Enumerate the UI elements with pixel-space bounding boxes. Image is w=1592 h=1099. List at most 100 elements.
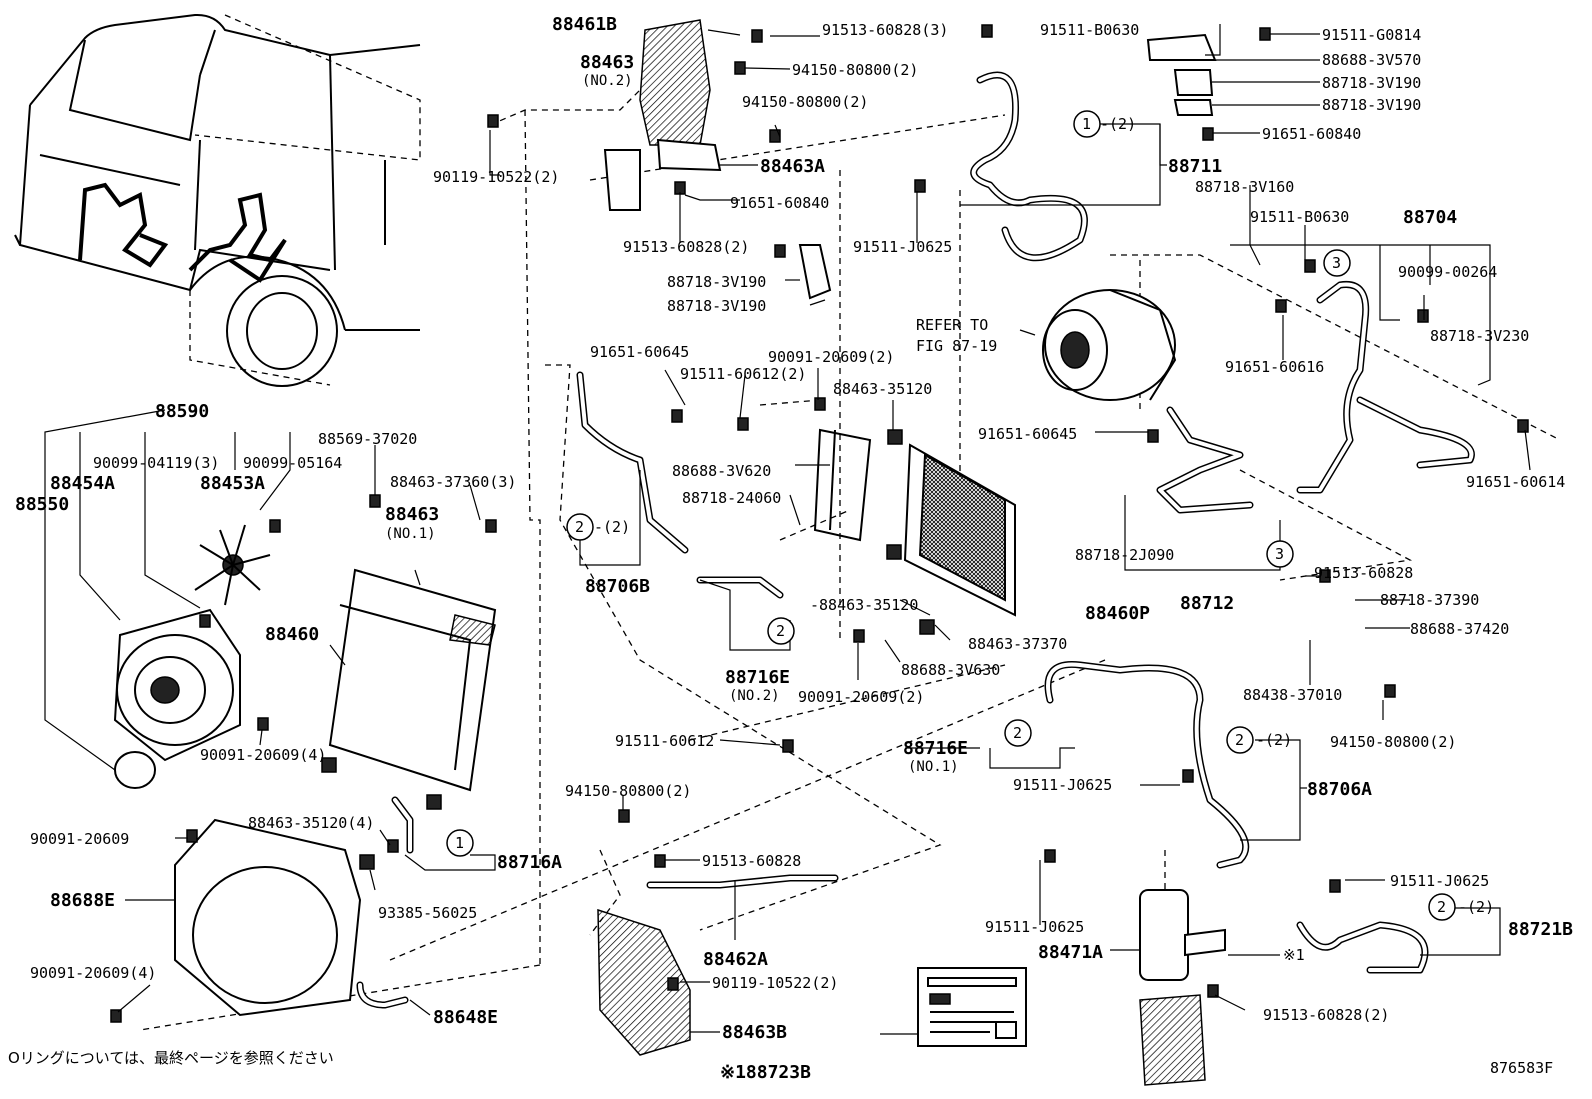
compressor <box>1042 289 1177 401</box>
label-88718-24060: 88718-24060 <box>682 489 781 507</box>
label-88688-3V570: 88688-3V570 <box>1322 51 1421 69</box>
label-91511-60612: 91511-60612 <box>615 732 714 750</box>
label-88716E-no1: 88716E <box>903 738 968 759</box>
label-90091-20609-2-a: 90091-20609(2) <box>768 348 894 366</box>
label-94150-80800-2-a: 94150-80800(2) <box>792 61 918 79</box>
label-88462A: 88462A <box>703 949 768 970</box>
svg-text:-(2): -(2) <box>1458 898 1494 916</box>
label-91513-60828-a: 91513-60828 <box>1314 564 1413 582</box>
label-90099-00264: 90099-00264 <box>1398 263 1497 281</box>
label-88454A: 88454A <box>50 473 115 494</box>
label-88718-3V190-b: 88718-3V190 <box>1322 96 1421 114</box>
label-88718-3V160: 88718-3V160 <box>1195 178 1294 196</box>
o-ring-footnote: Oリングについては、最終ページを参照ください <box>8 1049 334 1067</box>
label-88718-3V190-d: 88718-3V190 <box>667 297 766 315</box>
label-94150-80800-2-d: 94150-80800(2) <box>565 782 691 800</box>
svg-text:2: 2 <box>1235 731 1244 749</box>
label-91513-60828-2-b: 91513-60828(2) <box>1263 1006 1389 1024</box>
label-91651-60645-b: 91651-60645 <box>978 425 1077 443</box>
svg-text:2: 2 <box>776 622 785 640</box>
label-88460: 88460 <box>265 624 319 645</box>
label-88590: 88590 <box>155 401 209 422</box>
callout-1-a: 1 -(2) <box>1073 110 1136 138</box>
hose-lines <box>356 71 1475 1009</box>
svg-text:2: 2 <box>575 518 584 536</box>
label-88718-3V190-c: 88718-3V190 <box>667 273 766 291</box>
label-88716E-no2: 88716E <box>725 667 790 688</box>
label-88460P: 88460P <box>1085 603 1150 624</box>
callout-2-a: 2 -(2) <box>566 513 630 541</box>
label-90091-20609-4-a: 90091-20609(4) <box>200 746 326 764</box>
label-91651-60616: 91651-60616 <box>1225 358 1324 376</box>
label-88463-35120-4: 88463-35120(4) <box>248 814 374 832</box>
svg-text:-(2): -(2) <box>1256 731 1292 749</box>
label-91511-J0625-c: 91511-J0625 <box>985 918 1084 936</box>
bracket-88463B <box>597 908 691 1056</box>
fan-shroud-88688E <box>174 818 362 1017</box>
svg-text:-(2): -(2) <box>1100 115 1136 133</box>
label-91513-60828-3: 91513-60828(3) <box>822 21 948 39</box>
label-91651-60614: 91651-60614 <box>1466 473 1565 491</box>
label-asterisk-ref: ※1 <box>1283 946 1305 964</box>
label-88706B: 88706B <box>585 576 650 597</box>
callout-2-d: 2 -(2) <box>1226 726 1292 754</box>
callout-2-e: 2-(2) <box>1428 893 1494 921</box>
label-88453A: 88453A <box>200 473 265 494</box>
label-91513-60828-b: 91513-60828 <box>702 852 801 870</box>
label-88463-no1: 88463 <box>385 504 439 525</box>
label-no1: (NO.1) <box>908 759 959 775</box>
label-88550: 88550 <box>15 494 69 515</box>
receiver-drier <box>1139 889 1226 1086</box>
svg-text:3: 3 <box>1332 254 1341 272</box>
figure-number: 876583F <box>1490 1059 1553 1077</box>
label-88648E: 88648E <box>433 1007 498 1028</box>
label-91651-60645-a: 91651-60645 <box>590 343 689 361</box>
label-88463A: 88463A <box>760 156 825 177</box>
label-88463-35120-a: 88463-35120 <box>833 380 932 398</box>
svg-text:1: 1 <box>1082 115 1091 133</box>
condenser-88460P <box>903 443 1016 617</box>
label-90099-05164: 90099-05164 <box>243 454 342 472</box>
label-no2-b: (NO.2) <box>729 688 780 704</box>
label-88463-35120-b: -88463-35120 <box>810 596 918 614</box>
label-fig-87-19: FIG 87-19 <box>916 337 997 355</box>
label-88721B: 88721B <box>1508 919 1573 940</box>
label-91651-60840-b: 91651-60840 <box>730 194 829 212</box>
label-88461B: 88461B <box>552 14 617 35</box>
label-90091-20609: 90091-20609 <box>30 830 129 848</box>
label-88463-37360-3: 88463-37360(3) <box>390 473 516 491</box>
label-88723B: ※188723B <box>720 1062 811 1083</box>
label-90119-10522-2-b: 90119-10522(2) <box>712 974 838 992</box>
label-88569-37020: 88569-37020 <box>318 430 417 448</box>
label-94150-80800-2-c: 94150-80800(2) <box>1330 733 1456 751</box>
label-no2: (NO.2) <box>582 73 633 89</box>
callout-2-b: 2 <box>767 617 795 645</box>
circled-callouts: 1-(2) 3 2-(2) 2 3 2 2-(2) 1 2-(2) <box>446 110 1494 921</box>
fan-motor-assembly <box>113 608 241 789</box>
label-88706A: 88706A <box>1307 779 1372 800</box>
fan-blade <box>194 524 271 606</box>
callout-1-b: 1 <box>446 829 474 857</box>
label-88688E: 88688E <box>50 890 115 911</box>
label-90119-10522-2-a: 90119-10522(2) <box>433 168 559 186</box>
label-no1-b: (NO.1) <box>385 526 436 542</box>
label-91511-60612-2: 91511-60612(2) <box>680 365 806 383</box>
label-88463-37370: 88463-37370 <box>968 635 1067 653</box>
label-88463-no2: 88463 <box>580 52 634 73</box>
label-90091-20609-4-b: 90091-20609(4) <box>30 964 156 982</box>
part-labels: 88461B 88463 (NO.2) 91513-60828(3) 91511… <box>8 14 1573 1083</box>
svg-text:-(2): -(2) <box>594 518 630 536</box>
label-91513-60828-2-a: 91513-60828(2) <box>623 238 749 256</box>
label-91511-J0625-d: 91511-J0625 <box>1390 872 1489 890</box>
caution-label-88723B <box>917 967 1027 1047</box>
condenser-88460 <box>328 568 497 792</box>
label-91511-B0630-b: 91511-B0630 <box>1250 208 1349 226</box>
label-88718-3V230: 88718-3V230 <box>1430 327 1529 345</box>
label-90099-04119-3: 90099-04119(3) <box>93 454 219 472</box>
label-93385-56025: 93385-56025 <box>378 904 477 922</box>
label-94150-80800-2-b: 94150-80800(2) <box>742 93 868 111</box>
label-88688-3V620: 88688-3V620 <box>672 462 771 480</box>
svg-text:3: 3 <box>1275 545 1284 563</box>
